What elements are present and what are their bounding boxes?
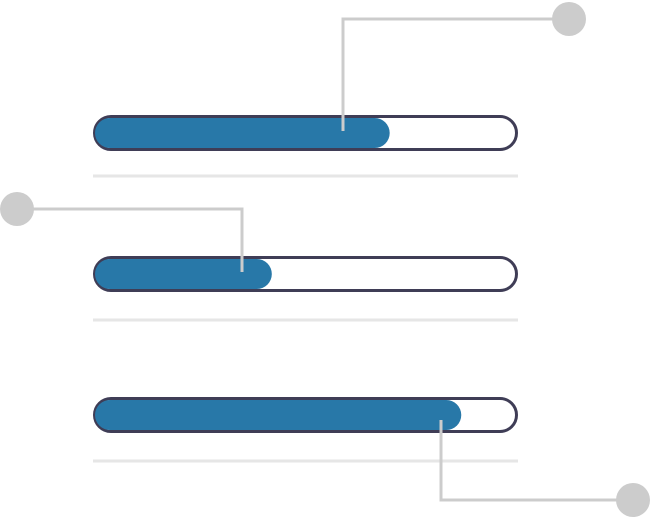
progress-bar-1-callout-dot [552, 2, 586, 36]
progress-bar-1-fill [95, 118, 390, 148]
progress-bar-3-callout-dot [616, 483, 650, 517]
progress-bar-2-fill [95, 259, 272, 289]
progress-bar-3-callout-line [439, 420, 633, 502]
progress-bar-1-callout-line [341, 17, 569, 131]
progress-bar-2-callout-line [17, 207, 244, 272]
progress-bar-3-fill [95, 400, 462, 430]
progress-bar-2-callout-dot [0, 192, 34, 226]
